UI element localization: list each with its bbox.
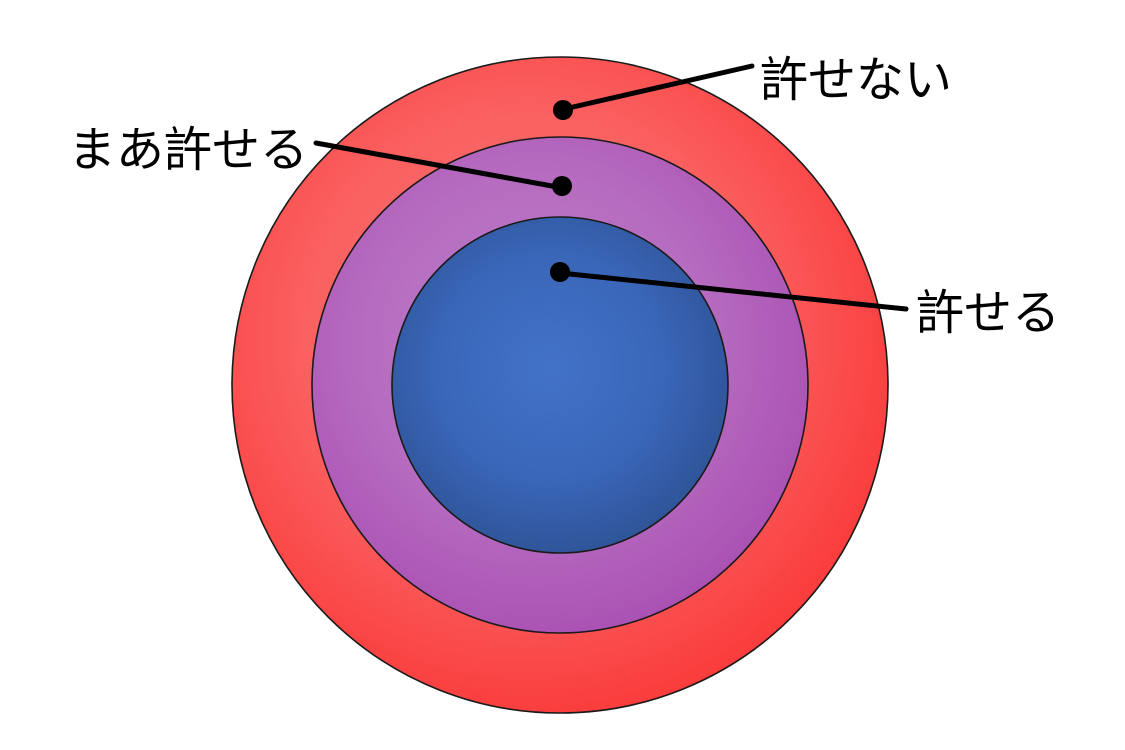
leader-line-forgivable: [567, 271, 909, 312]
label-cannot-forgive: 許せない: [760, 52, 952, 108]
label-somewhat-forgivable: まあ許せる: [68, 122, 308, 178]
ring-inner-forgivable[interactable]: [391, 216, 729, 554]
leader-dot-cannot-forgive: [553, 100, 573, 120]
leader-line-cannot-forgive: [570, 63, 755, 110]
leader-dot-somewhat-forgivable: [552, 176, 572, 196]
leader-dot-forgivable: [550, 262, 570, 282]
leader-line-somewhat-forgivable: [313, 140, 555, 189]
label-forgivable: 許せる: [916, 285, 1060, 341]
